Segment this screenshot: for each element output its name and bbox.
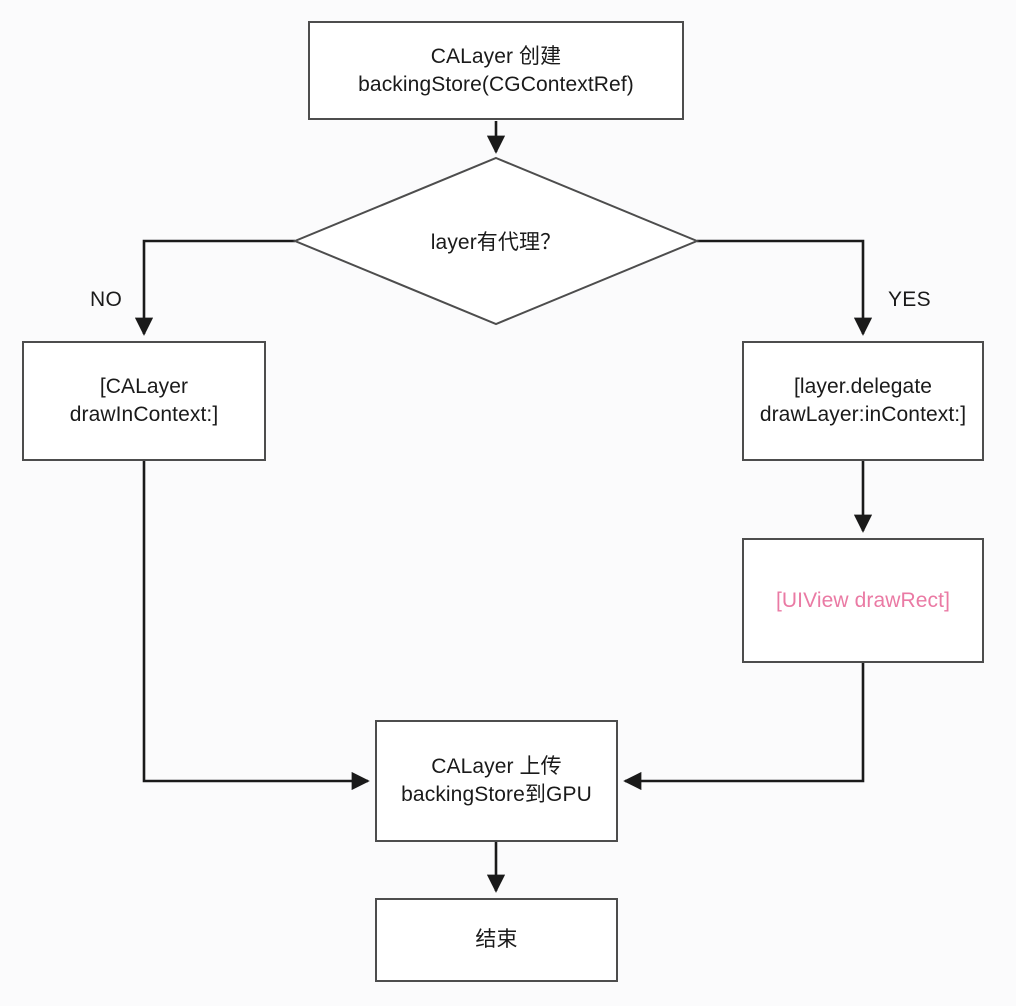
edge-label-no: NO xyxy=(90,288,122,312)
node-draw-rect-label: [UIView drawRect] xyxy=(775,588,951,612)
node-end-label: 结束 xyxy=(475,928,518,952)
edge-no-to-upload xyxy=(142,461,370,791)
edge-label-yes-text: YES xyxy=(888,288,931,311)
edge-label-yes: YES xyxy=(888,288,931,312)
node-decision-label: layer有代理？ xyxy=(430,231,562,254)
node-upload: CALayer 上传 backingStore到GPU xyxy=(375,720,618,842)
node-end: 结束 xyxy=(375,898,618,982)
edge-label-no-text: NO xyxy=(90,288,123,311)
edge-drawrect-to-upload xyxy=(623,663,865,791)
node-yes-branch: [layer.delegate drawLayer:inContext:] xyxy=(742,341,984,461)
node-decision: layer有代理？ xyxy=(295,158,697,324)
node-yes-branch-label: [layer.delegate drawLayer:inContext:] xyxy=(759,375,967,426)
node-no-branch: [CALayer drawInContext:] xyxy=(22,341,266,461)
node-no-branch-label: [CALayer drawInContext:] xyxy=(69,375,219,426)
node-start: CALayer 创建 backingStore(CGContextRef) xyxy=(308,21,684,120)
node-draw-rect: [UIView drawRect] xyxy=(742,538,984,663)
edge-decision-to-no xyxy=(134,239,295,336)
decision-diamond-shape xyxy=(292,156,700,326)
edge-decision-to-yes xyxy=(697,239,873,336)
node-upload-label: CALayer 上传 backingStore到GPU xyxy=(401,755,592,806)
node-start-label: CALayer 创建 backingStore(CGContextRef) xyxy=(358,44,634,96)
